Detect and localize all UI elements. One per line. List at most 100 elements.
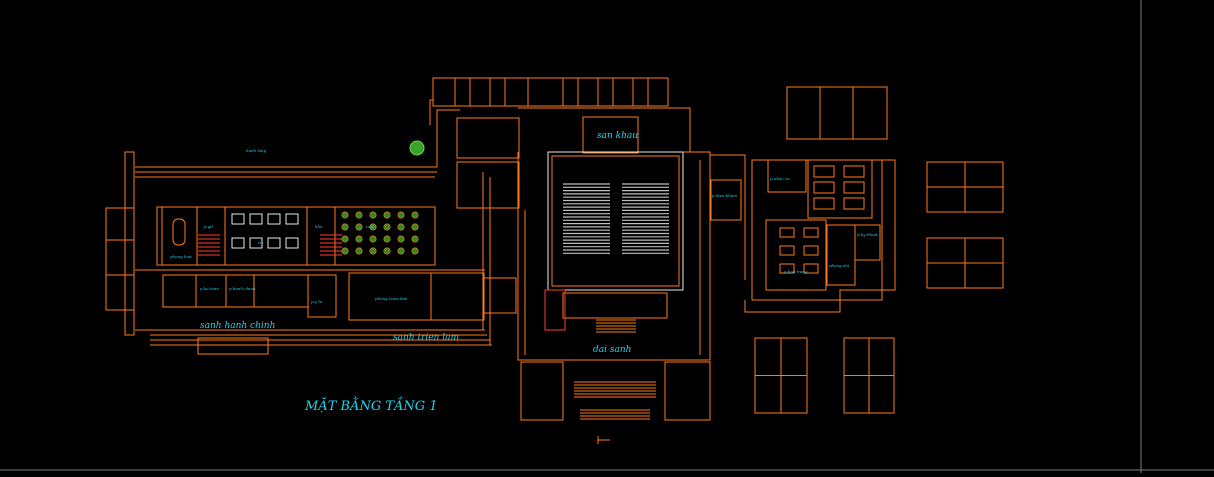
label-exhibition-lobby: sanh trien lam <box>393 333 459 343</box>
cafe-table <box>341 247 349 255</box>
drawing-title: MẶT BẰNG TẦNG 1 <box>304 396 438 414</box>
backstage-room-left <box>456 117 520 159</box>
cafe-table <box>341 223 349 231</box>
auditorium <box>432 77 711 444</box>
label-accounting: p.ke toan <box>200 286 219 291</box>
office-room-3 <box>253 274 309 308</box>
cafe-table <box>355 235 363 243</box>
cafe-table <box>411 223 419 231</box>
entrance-room-left <box>520 361 564 421</box>
desk <box>267 237 281 249</box>
label-waiting-room: phong doi <box>829 263 850 268</box>
cafe-table <box>397 223 405 231</box>
stair-hatch <box>198 211 419 256</box>
label-admin-lobby: sanh hanh chinh <box>200 321 275 331</box>
desk <box>267 213 281 225</box>
planter-box <box>197 337 269 355</box>
cafe-table <box>383 211 391 219</box>
cafe-table <box>383 223 391 231</box>
label-wc: wc <box>258 240 264 245</box>
entrance-room-right <box>664 361 711 421</box>
makeup-desk <box>803 245 819 256</box>
cafe-table <box>341 235 349 243</box>
admin-wing <box>105 99 517 355</box>
auditorium-hall <box>547 151 684 291</box>
label-control-room: p.dieu khien <box>712 193 738 198</box>
desk <box>231 213 245 225</box>
desk <box>249 213 263 225</box>
label-medical: p.y te <box>311 299 323 304</box>
cafe-table <box>355 247 363 255</box>
accounting-room <box>195 274 227 308</box>
makeup-desk <box>803 263 819 274</box>
left-room-1 <box>105 207 135 241</box>
label-storage: kho <box>315 224 323 229</box>
cafe-table <box>341 211 349 219</box>
office-room <box>196 206 226 266</box>
director-office <box>224 206 308 266</box>
cafe-room <box>334 206 436 266</box>
cafe-table <box>369 235 377 243</box>
music-block <box>751 159 883 301</box>
meeting-table <box>172 218 186 246</box>
auditorium-seating <box>563 183 669 254</box>
desk <box>285 213 299 225</box>
admin-room <box>225 274 255 308</box>
makeup-desk <box>779 227 795 238</box>
service-strip <box>432 77 669 107</box>
block-top <box>786 86 888 140</box>
control-room <box>710 179 742 221</box>
label-exhibition: phong trien lam <box>375 296 408 301</box>
exhibition-room-2 <box>430 272 485 321</box>
makeup-desk <box>803 227 819 238</box>
storage-room <box>483 277 517 314</box>
instrument-room <box>767 159 807 193</box>
cafe-table <box>383 235 391 243</box>
office-room-2 <box>306 206 336 266</box>
makeup-room <box>765 219 827 291</box>
cafe-table <box>411 235 419 243</box>
label-instrument-room: p.nhac cu <box>770 176 790 181</box>
tree-symbol <box>409 140 425 156</box>
cafe-table <box>411 211 419 219</box>
label-main-lobby: dai sanh <box>593 345 631 355</box>
label-stage: san khau <box>597 131 638 141</box>
stage-platform <box>582 116 639 154</box>
label-meeting-room: phong hop <box>170 254 192 259</box>
grid-cell <box>843 181 865 194</box>
cafe-table <box>369 211 377 219</box>
cafe-table <box>411 247 419 255</box>
cafe-table <box>369 223 377 231</box>
label-cafe: cafe <box>366 224 375 229</box>
waiting-room <box>826 224 856 286</box>
cafe-table <box>397 235 405 243</box>
desk <box>231 237 245 249</box>
cafe-table <box>355 211 363 219</box>
rehearsal-room <box>807 159 873 219</box>
desk <box>249 237 263 249</box>
label-makeup-room: p.hoa trang <box>784 269 808 274</box>
left-room-3 <box>105 274 135 311</box>
backstage-room-left-2 <box>456 161 520 209</box>
makeup-desk <box>779 263 795 274</box>
label-tech-room: p.ky thuat <box>857 232 878 237</box>
label-admin-office: p.hanh chinh <box>229 286 256 291</box>
cafe-table <box>369 247 377 255</box>
grid-cell <box>813 165 835 178</box>
cafe-table <box>355 223 363 231</box>
tech-room <box>854 224 881 261</box>
label-corridor: hanh lang <box>246 148 267 153</box>
right-wing <box>710 86 1004 414</box>
grid-cell <box>813 197 835 210</box>
cafe-table <box>397 211 405 219</box>
foyer <box>562 292 668 319</box>
grid-cell <box>843 197 865 210</box>
grid-cell <box>813 181 835 194</box>
label-director: p.gd <box>204 224 213 229</box>
cafe-table <box>397 247 405 255</box>
grid-cell <box>843 165 865 178</box>
medical-room <box>307 274 337 318</box>
auditorium-inner <box>551 155 680 287</box>
